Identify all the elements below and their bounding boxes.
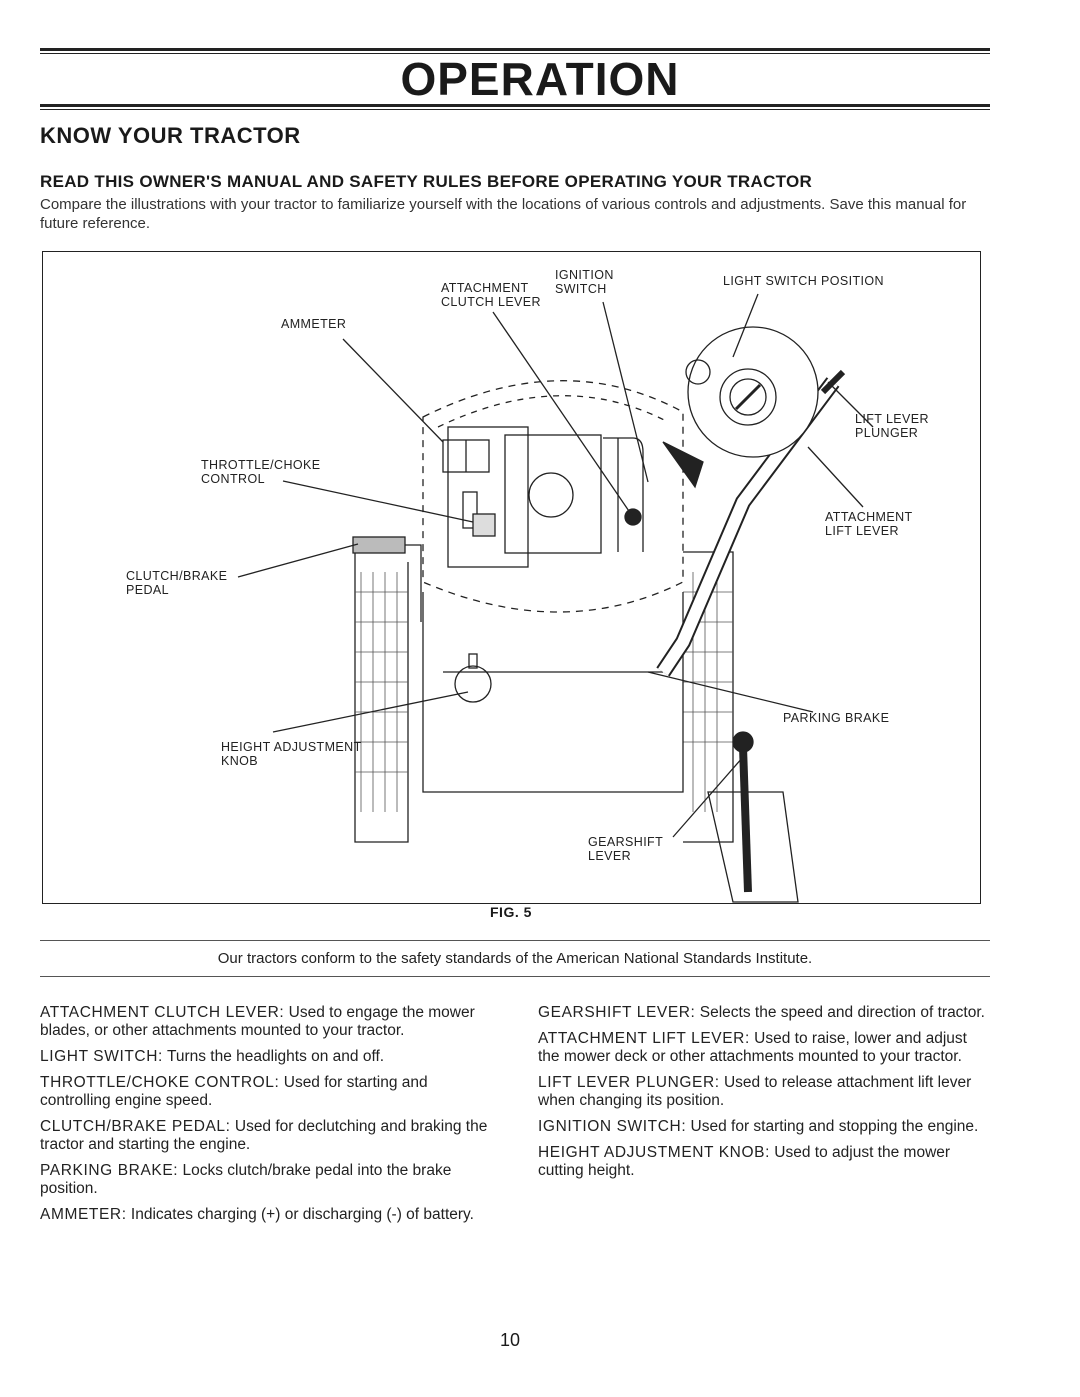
definition-throttle-choke-control: THROTTLE/CHOKE CONTROL: Used for startin…: [40, 1074, 428, 1109]
callout-attachment-lift-lever: ATTACHMENT LIFT LEVER: [825, 510, 913, 538]
intro-paragraph: Compare the illustrations with your trac…: [40, 196, 967, 232]
callout-ignition-switch: IGNITION SWITCH: [555, 268, 614, 296]
figure-frame: ATTACHMENT CLUTCH LEVER IGNITION SWITCH …: [42, 251, 981, 904]
callout-height-adjustment-knob: HEIGHT ADJUSTMENT KNOB: [221, 740, 362, 768]
definitions-left-column: ATTACHMENT CLUTCH LEVER: Used to engage …: [40, 1004, 488, 1232]
callout-ammeter: AMMETER: [281, 317, 347, 331]
subheading: READ THIS OWNER'S MANUAL AND SAFETY RULE…: [40, 172, 813, 191]
notice-rule-top: [40, 940, 990, 941]
definition-height-adjustment-knob: HEIGHT ADJUSTMENT KNOB: Used to adjust t…: [538, 1144, 951, 1179]
figure-caption: FIG. 5: [490, 904, 532, 920]
callout-light-switch-position: LIGHT SWITCH POSITION: [723, 274, 884, 288]
title-underline-thin: [40, 109, 990, 110]
page-title: OPERATION: [400, 53, 680, 105]
top-rule-thin: [40, 53, 990, 54]
callout-attachment-clutch-lever: ATTACHMENT CLUTCH LEVER: [441, 281, 541, 309]
definition-gearshift-lever: GEARSHIFT LEVER: Selects the speed and d…: [538, 1004, 985, 1021]
callout-clutch-brake-pedal: CLUTCH/BRAKE PEDAL: [126, 569, 228, 597]
top-rule: [40, 48, 990, 51]
definition-light-switch: LIGHT SWITCH: Turns the headlights on an…: [40, 1048, 385, 1065]
tractor-controls-illustration: [237, 293, 874, 903]
definition-clutch-brake-pedal: CLUTCH/BRAKE PEDAL: Used for declutching…: [40, 1118, 488, 1153]
safety-notice: Our tractors conform to the safety stand…: [217, 950, 813, 967]
notice-rule-bottom: [40, 976, 990, 977]
definition-attachment-lift-lever: ATTACHMENT LIFT LEVER: Used to raise, lo…: [538, 1030, 967, 1065]
title-underline: [40, 104, 990, 107]
definition-ignition-switch: IGNITION SWITCH: Used for starting and s…: [538, 1118, 979, 1135]
definition-attachment-clutch-lever: ATTACHMENT CLUTCH LEVER: Used to engage …: [40, 1004, 475, 1039]
definition-lift-lever-plunger: LIFT LEVER PLUNGER: Used to release atta…: [538, 1074, 972, 1109]
page-number: 10: [500, 1330, 521, 1350]
callout-gearshift-lever: GEARSHIFT LEVER: [588, 835, 664, 863]
definitions-right-column: GEARSHIFT LEVER: Selects the speed and d…: [538, 1004, 986, 1188]
callout-throttle-choke-control: THROTTLE/CHOKE CONTROL: [201, 458, 321, 486]
callout-parking-brake: PARKING BRAKE: [783, 711, 890, 725]
callout-lift-lever-plunger: LIFT LEVER PLUNGER: [855, 412, 929, 440]
section-heading: KNOW YOUR TRACTOR: [40, 123, 301, 148]
definition-ammeter: AMMETER: Indicates charging (+) or disch…: [40, 1206, 474, 1223]
definition-parking-brake: PARKING BRAKE: Locks clutch/brake pedal …: [40, 1162, 452, 1197]
